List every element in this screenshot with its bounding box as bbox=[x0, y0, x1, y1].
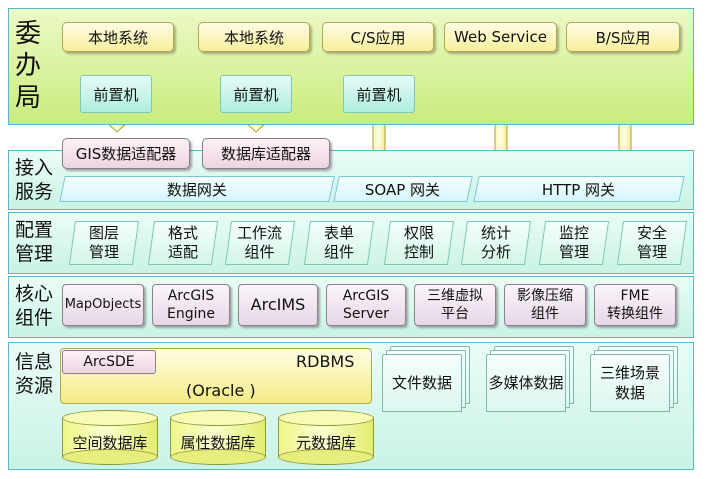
config-security-management-label: 安全 管理 bbox=[636, 224, 667, 261]
multimedia-data-label: 多媒体数据 bbox=[488, 374, 564, 392]
metadata-database-cylinder: 元数据库 bbox=[278, 410, 374, 465]
config-form-component-label: 表单 组件 bbox=[323, 224, 354, 261]
core-image-compression-label: 影像压缩 组件 bbox=[517, 288, 573, 322]
config-layer-management: 图层 管理 bbox=[68, 221, 140, 265]
data-gateway: 数据网关 bbox=[59, 176, 335, 202]
system-local-2: 本地系统 bbox=[198, 22, 310, 52]
soap-gateway-label: SOAP 网关 bbox=[365, 180, 441, 199]
rdbms-label: RDBMS bbox=[296, 352, 355, 371]
config-management-label: 配置 管理 bbox=[15, 219, 54, 265]
core-mapobjects: MapObjects bbox=[62, 284, 144, 326]
3d-scene-data-label: 三维场景 数据 bbox=[599, 364, 660, 402]
commission-label: 委 办 局 bbox=[15, 19, 42, 113]
system-web-service: Web Service bbox=[444, 22, 557, 52]
front-machine-1: 前置机 bbox=[80, 75, 152, 113]
config-workflow-component: 工作流 组件 bbox=[224, 221, 296, 265]
core-arcgis-server-label: ArcGIS Server bbox=[342, 288, 390, 322]
front-machine-2: 前置机 bbox=[220, 75, 292, 113]
data-gateway-label: 数据网关 bbox=[166, 180, 227, 199]
core-components-label: 核心 组件 bbox=[15, 283, 54, 329]
config-security-management: 安全 管理 bbox=[616, 221, 688, 265]
information-resources-label: 信息 资源 bbox=[15, 351, 54, 397]
core-arcgis-server: ArcGIS Server bbox=[326, 284, 406, 326]
arcsde-box: ArcSDE bbox=[62, 350, 156, 374]
config-monitoring-management: 监控 管理 bbox=[538, 221, 610, 265]
access-service-label: 接入 服务 bbox=[15, 157, 54, 203]
3d-scene-data-doc: 三维场景 数据 bbox=[590, 346, 678, 416]
core-arcims-label: ArcIMS bbox=[250, 295, 306, 314]
config-form-component: 表单 组件 bbox=[303, 221, 375, 265]
core-fme-conversion-label: FME 转换组件 bbox=[607, 288, 663, 322]
multimedia-data-doc: 多媒体数据 bbox=[486, 346, 574, 416]
http-gateway: HTTP 网关 bbox=[473, 176, 685, 202]
system-cs-app: C/S应用 bbox=[322, 22, 434, 52]
http-gateway-label: HTTP 网关 bbox=[542, 180, 616, 199]
config-permission-control: 权限 控制 bbox=[383, 221, 455, 265]
core-image-compression: 影像压缩 组件 bbox=[504, 284, 586, 326]
core-fme-conversion: FME 转换组件 bbox=[594, 284, 676, 326]
config-monitoring-management-label: 监控 管理 bbox=[558, 224, 589, 261]
oracle-label: (Oracle ) bbox=[186, 381, 256, 400]
file-data-label: 文件数据 bbox=[391, 374, 452, 392]
core-arcims: ArcIMS bbox=[238, 284, 318, 326]
config-workflow-component-label: 工作流 组件 bbox=[237, 224, 283, 261]
metadata-database-label: 元数据库 bbox=[295, 434, 356, 452]
soap-gateway: SOAP 网关 bbox=[333, 176, 473, 202]
attribute-database-cylinder: 属性数据库 bbox=[170, 410, 266, 465]
spatial-database-label: 空间数据库 bbox=[72, 434, 148, 452]
config-format-adaptation: 格式 适配 bbox=[147, 221, 219, 265]
config-statistics-analysis-label: 统计 分析 bbox=[480, 224, 511, 261]
config-statistics-analysis: 统计 分析 bbox=[460, 221, 532, 265]
core-3d-virtual-platform: 三维虚拟 平台 bbox=[414, 284, 496, 326]
attribute-database-label: 属性数据库 bbox=[180, 434, 256, 452]
system-local-1: 本地系统 bbox=[62, 22, 174, 52]
config-format-adaptation-label: 格式 适配 bbox=[167, 224, 198, 261]
front-machine-3: 前置机 bbox=[343, 75, 415, 113]
core-3d-virtual-platform-label: 三维虚拟 平台 bbox=[427, 288, 483, 322]
core-mapobjects-label: MapObjects bbox=[64, 297, 142, 312]
spatial-database-cylinder: 空间数据库 bbox=[62, 410, 158, 465]
file-data-doc: 文件数据 bbox=[382, 346, 470, 416]
gis-data-adapter: GIS数据适配器 bbox=[62, 138, 190, 169]
config-permission-control-label: 权限 控制 bbox=[403, 224, 434, 261]
config-layer-management-label: 图层 管理 bbox=[88, 224, 119, 261]
database-adapter: 数据库适配器 bbox=[202, 138, 330, 169]
system-bs-app: B/S应用 bbox=[566, 22, 680, 52]
core-arcgis-engine-label: ArcGIS Engine bbox=[167, 288, 215, 322]
core-arcgis-engine: ArcGIS Engine bbox=[152, 284, 230, 326]
